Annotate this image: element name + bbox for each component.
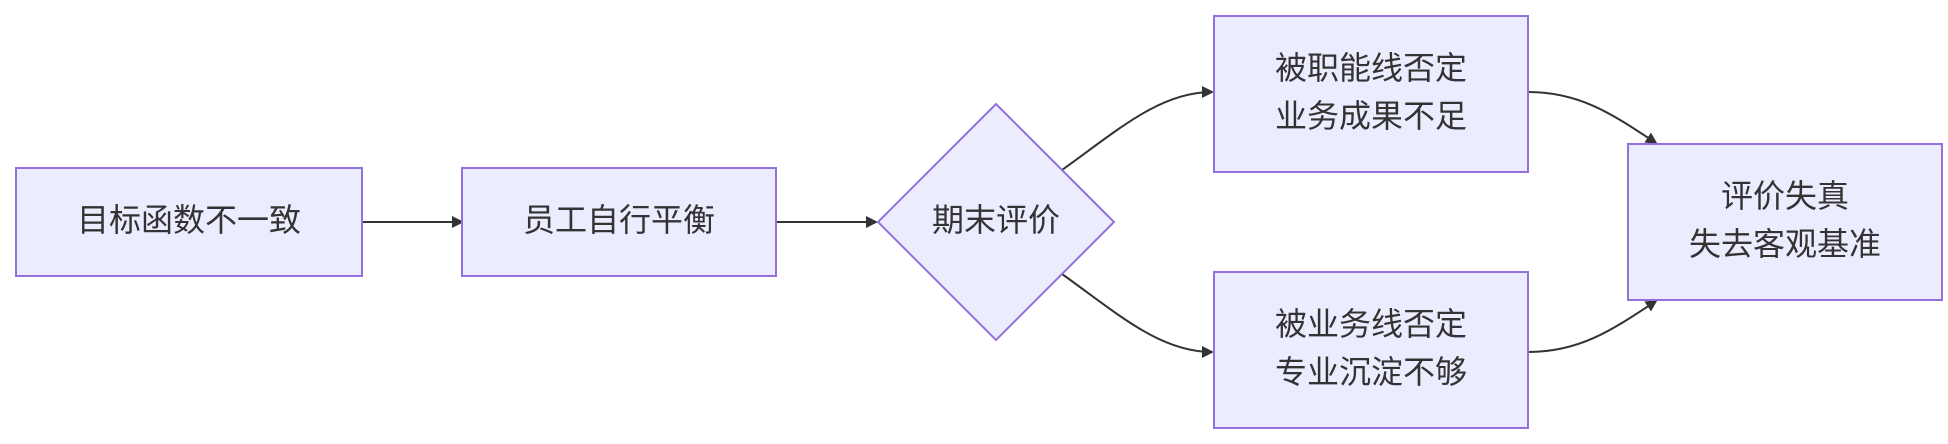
node-evaluation-distortion-line2: 失去客观基准	[1689, 225, 1881, 263]
node-rejected-by-function: 被职能线否定 业务成果不足	[1213, 15, 1529, 173]
node-rejected-by-business-line1: 被业务线否定	[1275, 305, 1467, 343]
edges	[362, 86, 1658, 358]
node-period-review-label: 期末评价	[932, 201, 1060, 239]
node-period-review: 期末评价	[876, 102, 1116, 342]
edge-function-to-distortion	[1527, 91, 1658, 145]
edge-review-to-function	[1061, 86, 1214, 171]
node-goal-misaligned-label: 目标函数不一致	[77, 201, 301, 239]
node-rejected-by-business: 被业务线否定 专业沉淀不够	[1213, 271, 1529, 429]
node-goal-misaligned: 目标函数不一致	[15, 167, 363, 277]
node-self-balance: 员工自行平衡	[461, 167, 777, 277]
edge-business-to-distortion	[1527, 299, 1658, 353]
node-rejected-by-business-line2: 专业沉淀不够	[1275, 353, 1467, 391]
node-rejected-by-function-line2: 业务成果不足	[1275, 97, 1467, 135]
edge-review-to-business	[1061, 273, 1214, 358]
node-evaluation-distortion-line1: 评价失真	[1721, 177, 1849, 215]
node-evaluation-distortion: 评价失真 失去客观基准	[1627, 143, 1943, 301]
node-rejected-by-function-line1: 被职能线否定	[1275, 49, 1467, 87]
node-self-balance-label: 员工自行平衡	[523, 201, 715, 239]
